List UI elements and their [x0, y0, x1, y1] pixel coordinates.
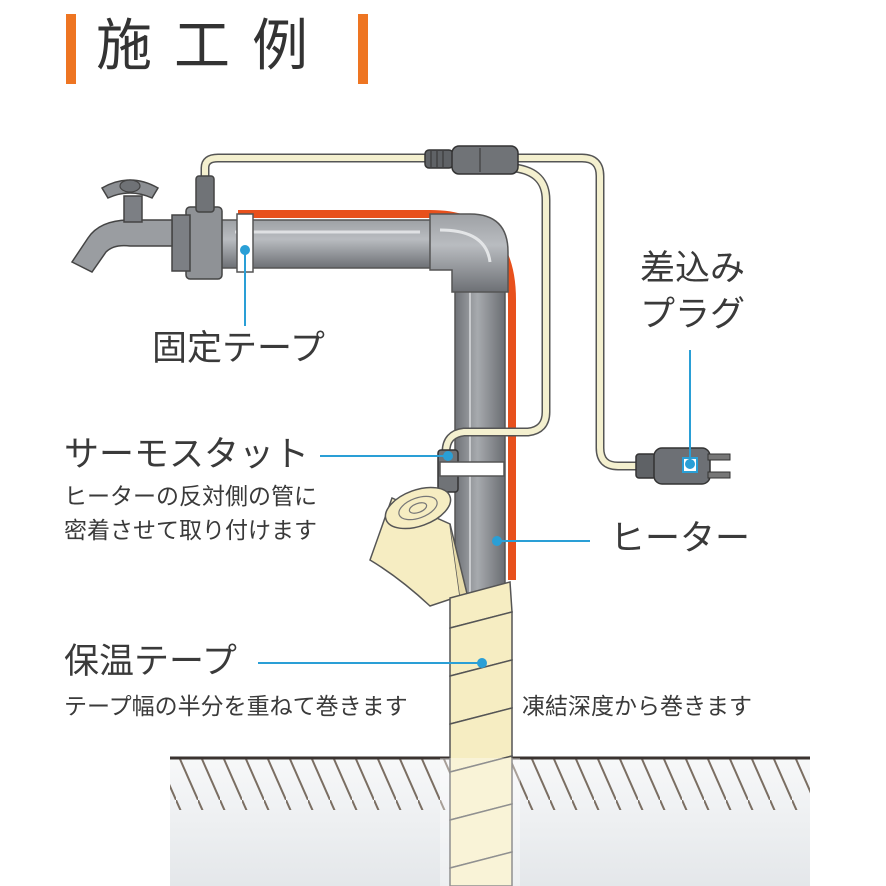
cord-connector	[424, 145, 519, 175]
label-heater: ヒーター	[610, 519, 751, 559]
label-thermostat: サーモスタット	[64, 435, 310, 475]
thermostat-unit	[437, 449, 505, 493]
label-plug-line1: 差込み	[640, 249, 746, 289]
label-freeze-depth-note: 凍結深度から巻きます	[522, 694, 752, 720]
label-fixing-tape: 固定テープ	[152, 329, 325, 369]
page-title: 施工例	[96, 14, 330, 79]
label-insulation-note: テープ幅の半分を重ねて巻きます	[64, 694, 408, 720]
title-bar-left	[66, 14, 76, 84]
power-cord	[200, 153, 645, 471]
cord-sleeve	[195, 175, 215, 213]
label-insulation-tape: 保温テープ	[64, 642, 237, 682]
label-plug-line2: プラグ	[640, 295, 746, 335]
pipe-elbow	[429, 213, 509, 293]
label-thermostat-note-2: 密着させて取り付けます	[64, 518, 317, 544]
label-thermostat-note-1: ヒーターの反対側の管に	[64, 484, 317, 510]
insulation-tape-wrap	[449, 581, 513, 886]
title-bar-right	[358, 14, 368, 84]
ground-overlay	[440, 758, 520, 886]
plug-icon	[635, 447, 731, 485]
horizontal-pipe	[219, 219, 451, 269]
insulation-tape-roll	[369, 486, 472, 609]
leader-lines	[240, 245, 695, 668]
